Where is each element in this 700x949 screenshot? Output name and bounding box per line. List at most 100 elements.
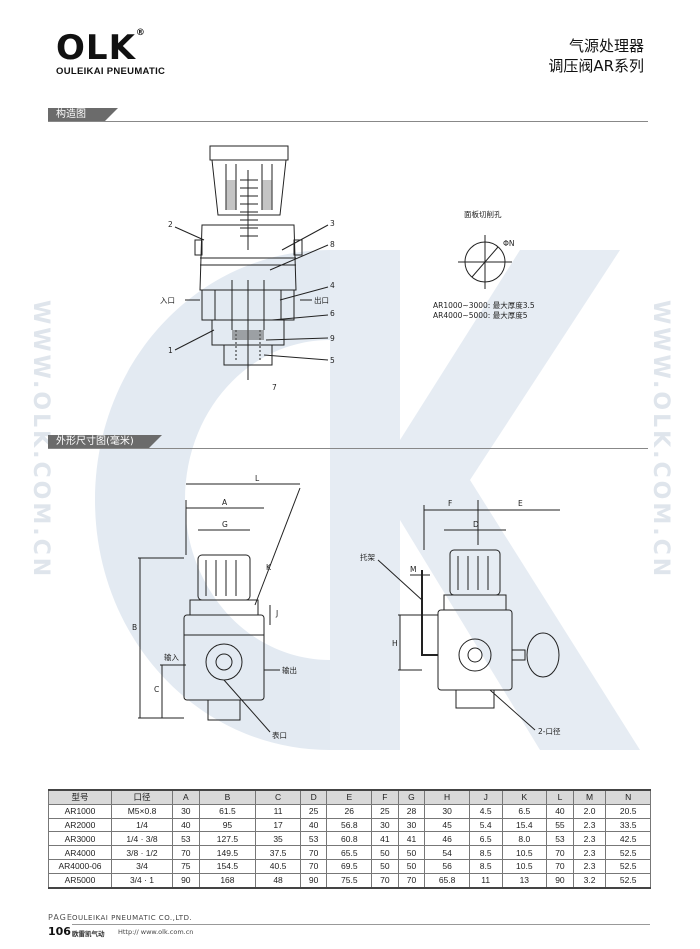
header-cell: N (605, 788, 651, 805)
section-structure-header: 构造图 (48, 108, 648, 122)
table-cell: 54 (424, 845, 470, 860)
inlet-label: 入口 (160, 296, 175, 305)
page-title-line1: 气源处理器 (568, 37, 644, 55)
header-cell: B (198, 788, 257, 805)
dim-K: K (266, 563, 272, 572)
header-cell: G (397, 788, 426, 805)
dim-A: A (222, 498, 228, 507)
table-cell: 13 (501, 872, 548, 889)
table-cell: 46 (424, 831, 470, 847)
table-cell: 30 (371, 817, 399, 833)
callout-8: 8 (330, 240, 335, 249)
table-cell: 35 (255, 831, 301, 847)
phi-n-label: ΦN (503, 239, 515, 248)
table-cell: AR5000 (48, 872, 112, 889)
table-cell: AR4000 (48, 845, 112, 860)
table-cell: 40.5 (255, 858, 301, 874)
header-cell: K (501, 788, 548, 805)
page-header: OLK® OULEIKAI PNEUMATIC 气源处理器 调压阀AR系列 (0, 0, 700, 95)
panel-note-1: AR1000~3000: 最大厚度3.5 (433, 300, 535, 310)
table-cell: 2.3 (572, 845, 607, 860)
callout-5: 5 (330, 356, 335, 365)
table-cell: 52.5 (605, 858, 651, 874)
table-cell: 154.5 (198, 858, 257, 874)
brand-logo: OLK® OULEIKAI PNEUMATIC (56, 28, 196, 80)
dim-J: J (275, 609, 278, 618)
table-cell: 6.5 (468, 831, 503, 847)
header-cell: 口径 (111, 788, 173, 805)
table-cell: 8.0 (501, 831, 548, 847)
panel-cut-title: 面板切削孔 (464, 209, 502, 219)
table-cell: 61.5 (198, 803, 257, 819)
table-cell: 55 (546, 817, 574, 833)
callout-1: 1 (168, 346, 173, 355)
page-label: PAGE (48, 913, 73, 922)
table-cell: 42.5 (605, 831, 651, 847)
output-label: 输出 (282, 665, 297, 675)
table-cell: 127.5 (198, 831, 257, 847)
table-cell: 50 (397, 845, 426, 860)
dim-E: E (518, 499, 523, 508)
table-cell: 70 (546, 858, 574, 874)
table-cell: 3.2 (572, 872, 607, 889)
table-cell: 30 (397, 817, 426, 833)
dim-C: C (154, 685, 159, 694)
table-cell: AR3000 (48, 831, 112, 847)
section-dimension-title: 外形尺寸图(毫米) (48, 435, 162, 449)
table-cell: 70 (397, 872, 426, 889)
table-cell: 3/4 · 1 (111, 872, 173, 889)
header-cell: L (546, 788, 574, 805)
section-divider (48, 448, 648, 449)
table-cell: 90 (546, 872, 574, 889)
table-cell: 20.5 (605, 803, 651, 819)
table-cell: 65.5 (326, 845, 373, 860)
table-cell: 10.5 (501, 845, 548, 860)
callout-9: 9 (330, 334, 335, 343)
table-cell: 168 (198, 872, 257, 889)
table-cell: 40 (299, 817, 328, 833)
table-cell: 50 (371, 858, 399, 874)
website-link[interactable]: Http:// www.olk.com.cn (118, 928, 194, 936)
table-cell: 8.5 (468, 845, 503, 860)
table-cell: 48 (255, 872, 301, 889)
table-cell: 52.5 (605, 845, 651, 860)
table-cell: 50 (371, 845, 399, 860)
header-cell: C (255, 788, 301, 805)
table-cell: 75 (172, 858, 200, 874)
gauge-port-label: 表口 (272, 730, 287, 740)
table-cell: 2.3 (572, 858, 607, 874)
callout-4: 4 (330, 281, 335, 290)
header-cell: M (572, 788, 607, 805)
table-cell: 2.3 (572, 817, 607, 833)
logo-text: OLK (56, 28, 136, 68)
logo-mark: OLK® (56, 28, 146, 68)
table-cell: AR1000 (48, 803, 112, 819)
header-cell: E (326, 788, 373, 805)
table-cell: 1/4 · 3/8 (111, 831, 173, 847)
callout-2: 2 (168, 220, 173, 229)
port-2-label: 2-口径 (538, 726, 561, 736)
table-cell: 40 (546, 803, 574, 819)
company-cn-name: 欧雷凯气动 (72, 930, 105, 938)
panel-cut-drawing: 面板切削孔 ΦN AR1000~3000: 最大厚度3.5 AR4000~500… (433, 209, 535, 320)
table-cell: 53 (172, 831, 200, 847)
table-cell: 69.5 (326, 858, 373, 874)
company-name: OULEIKAI PNEUMATIC CO.,LTD. (72, 914, 193, 922)
dim-B: B (132, 623, 137, 632)
table-cell: 28 (397, 803, 426, 819)
dim-G: G (222, 520, 228, 529)
dim-D: D (473, 520, 479, 529)
table-cell: 2.0 (572, 803, 607, 819)
table-cell: 70 (172, 845, 200, 860)
table-cell: 15.4 (501, 817, 548, 833)
bracket-label: 托架 (360, 552, 375, 562)
table-cell: 30 (424, 803, 470, 819)
table-cell: 75.5 (326, 872, 373, 889)
dim-M: M (410, 565, 416, 574)
panel-note-2: AR4000~5000: 最大厚度5 (433, 310, 528, 320)
table-cell: 56.8 (326, 817, 373, 833)
page-footer: PAGE 106 OULEIKAI PNEUMATIC CO.,LTD. 欧雷凯… (48, 912, 652, 942)
table-cell: 70 (299, 845, 328, 860)
